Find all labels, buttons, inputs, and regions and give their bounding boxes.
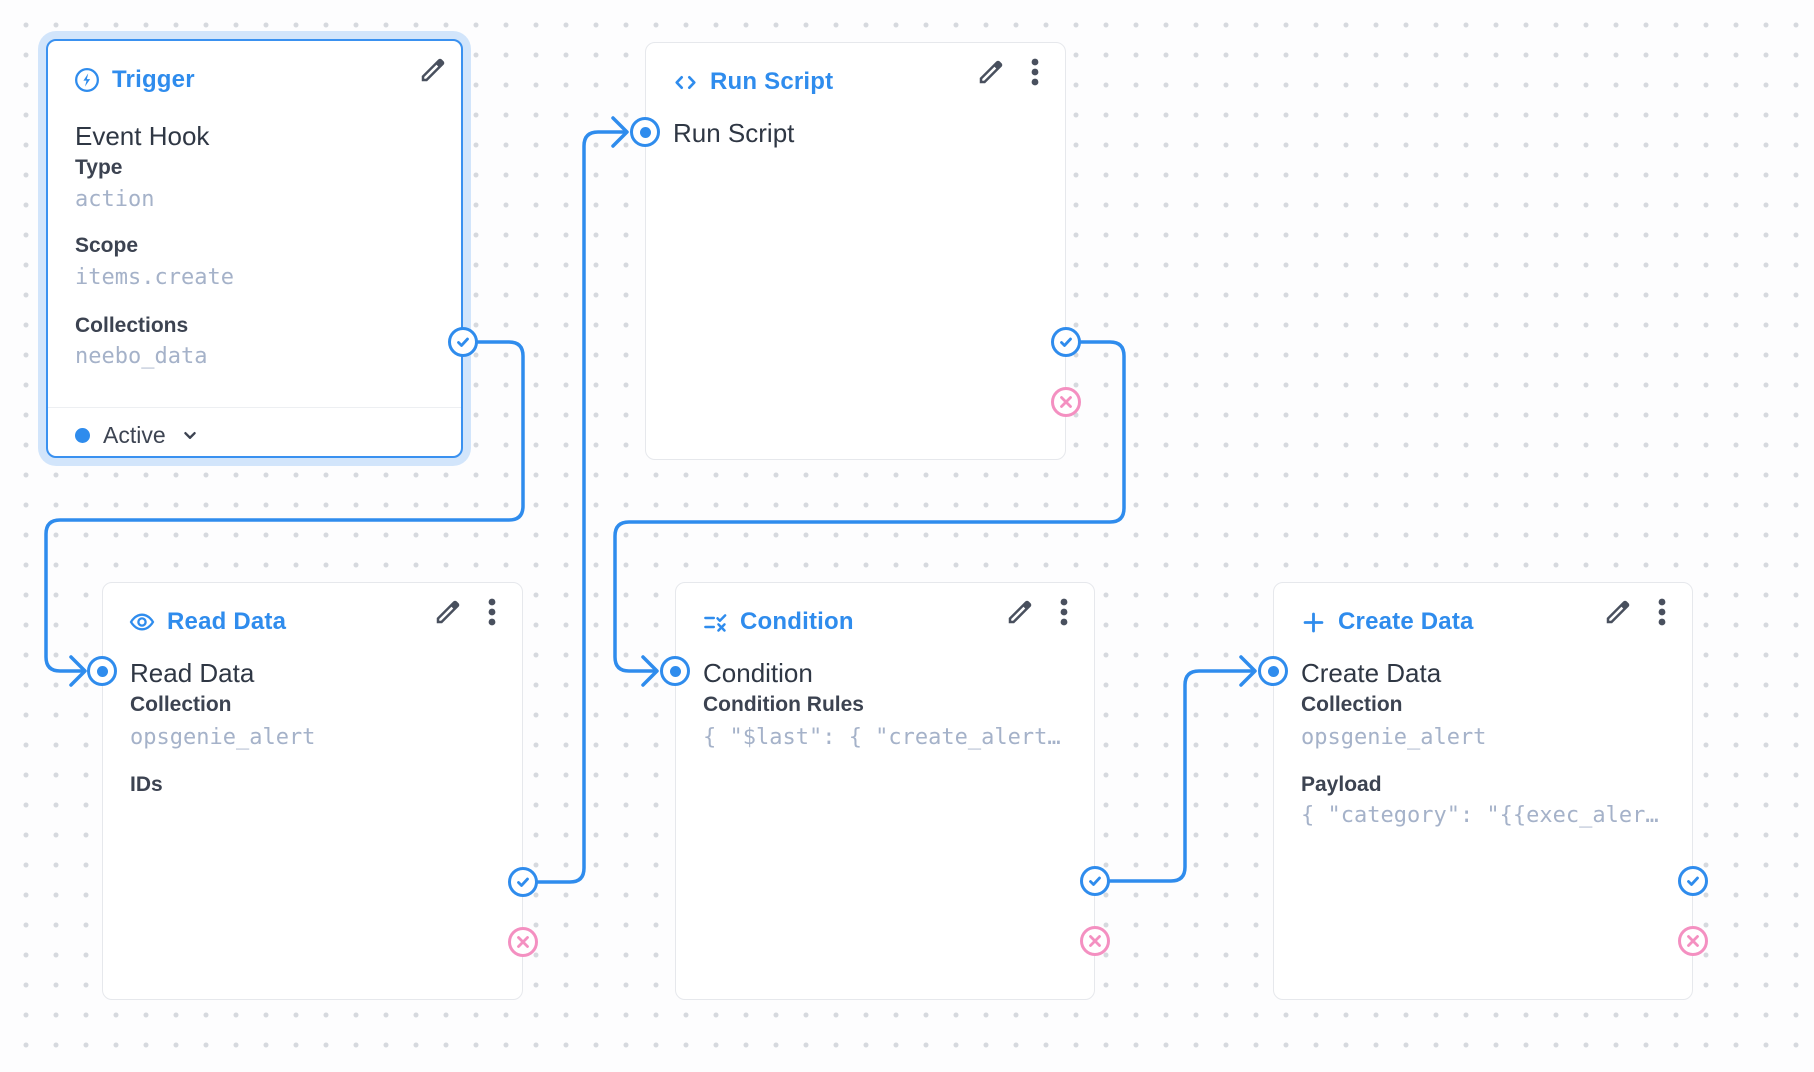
pencil-icon — [1606, 600, 1630, 624]
edit-trigger-button[interactable] — [417, 54, 449, 86]
read-data-header: Read Data — [128, 607, 286, 637]
run-script-menu-button[interactable] — [1027, 56, 1043, 88]
field-value: { "category": "{{exec_aler… — [1301, 803, 1659, 828]
condition-input-port[interactable] — [660, 656, 690, 686]
pencil-icon — [436, 600, 460, 624]
field-name: Type — [75, 156, 123, 179]
condition-menu-button[interactable] — [1056, 596, 1072, 628]
node-title: Trigger — [112, 66, 195, 93]
check-circle-icon — [1060, 337, 1072, 347]
edit-read-data-button[interactable] — [432, 596, 464, 628]
read-data-resolve-port[interactable] — [508, 867, 538, 897]
check-circle-icon — [1687, 876, 1699, 886]
edit-condition-button[interactable] — [1004, 596, 1036, 628]
create-data-resolve-port[interactable] — [1678, 866, 1708, 896]
rule-icon — [701, 608, 729, 636]
condition-reject-port[interactable] — [1080, 926, 1110, 956]
eye-icon — [128, 608, 156, 636]
check-circle-icon — [1089, 876, 1101, 886]
node-title: Create Data — [1338, 608, 1474, 635]
trigger-status-divider — [48, 407, 461, 408]
trigger-header: Trigger — [73, 65, 195, 95]
create-data-menu-button[interactable] — [1654, 596, 1670, 628]
edit-create-data-button[interactable] — [1602, 596, 1634, 628]
field-value: opsgenie_alert — [130, 725, 316, 750]
status-active-dot — [75, 427, 90, 443]
node-title: Condition — [740, 608, 854, 635]
field-name: Scope — [75, 234, 139, 257]
field-name: Collection — [130, 693, 232, 716]
kebab-menu-icon — [1658, 598, 1666, 626]
run-script-input-port[interactable] — [630, 117, 660, 147]
create-data-reject-port[interactable] — [1678, 926, 1708, 956]
read-data-reject-port[interactable] — [508, 927, 538, 957]
field-value: items.create — [75, 265, 234, 290]
node-title: Read Data — [167, 608, 287, 635]
run-script-header: Run Script — [671, 67, 833, 97]
run-script-resolve-port[interactable] — [1051, 327, 1081, 357]
field-name: Payload — [1301, 773, 1382, 796]
trigger-status-dropdown[interactable]: Active — [75, 413, 201, 457]
node-create-data[interactable]: Create Data Create Data Collection opsge… — [1273, 582, 1693, 1000]
read-data-input-port[interactable] — [87, 656, 117, 686]
field-name: Condition Rules — [703, 693, 864, 716]
condition-header: Condition — [701, 607, 854, 637]
check-circle-icon — [457, 337, 469, 347]
node-condition[interactable]: Condition Condition Condition Rules { "$… — [675, 582, 1095, 1000]
field-value: action — [75, 187, 155, 212]
trigger-resolve-port[interactable] — [448, 327, 478, 357]
check-circle-icon — [517, 877, 529, 887]
operation-input-label: Create Data — [1301, 658, 1442, 688]
condition-resolve-port[interactable] — [1080, 866, 1110, 896]
node-title: Run Script — [710, 68, 834, 95]
x-circle-icon — [1687, 935, 1699, 947]
operation-input-label: Condition — [703, 658, 813, 688]
trigger-type-label: Event Hook — [75, 121, 210, 151]
radio-dot-icon — [669, 665, 681, 677]
pencil-icon — [421, 58, 445, 82]
plus-icon — [1299, 608, 1327, 636]
x-circle-icon — [1089, 935, 1101, 947]
node-run-script[interactable]: Run Script Run Script — [645, 42, 1066, 460]
kebab-menu-icon — [1031, 58, 1039, 86]
kebab-menu-icon — [488, 598, 496, 626]
field-name: Collections — [75, 314, 189, 337]
node-trigger[interactable]: Trigger Event Hook Type action Scope ite… — [46, 39, 463, 458]
field-name: IDs — [130, 773, 163, 796]
x-circle-icon — [1060, 396, 1072, 408]
kebab-menu-icon — [1060, 598, 1068, 626]
run-script-reject-port[interactable] — [1051, 387, 1081, 417]
bolt-circle-icon — [73, 66, 101, 94]
x-circle-icon — [517, 936, 529, 948]
read-data-menu-button[interactable] — [484, 596, 500, 628]
radio-dot-icon — [96, 665, 108, 677]
operation-input-label: Read Data — [130, 658, 255, 688]
chevron-down-icon — [183, 431, 196, 439]
operation-input-label: Run Script — [673, 118, 795, 148]
status-label: Active — [103, 421, 166, 448]
node-read-data[interactable]: Read Data Read Data Collection opsgenie_… — [102, 582, 523, 1000]
radio-dot-icon — [639, 126, 651, 138]
edit-run-script-button[interactable] — [975, 56, 1007, 88]
radio-dot-icon — [1267, 665, 1279, 677]
field-value: { "$last": { "create_alert… — [703, 725, 1061, 750]
create-data-header: Create Data — [1299, 607, 1474, 637]
code-brackets-icon — [671, 68, 699, 96]
field-value: opsgenie_alert — [1301, 725, 1487, 750]
field-value: neebo_data — [75, 344, 208, 369]
pencil-icon — [979, 60, 1003, 84]
create-data-input-port[interactable] — [1258, 656, 1288, 686]
pencil-icon — [1008, 600, 1032, 624]
field-name: Collection — [1301, 693, 1403, 716]
